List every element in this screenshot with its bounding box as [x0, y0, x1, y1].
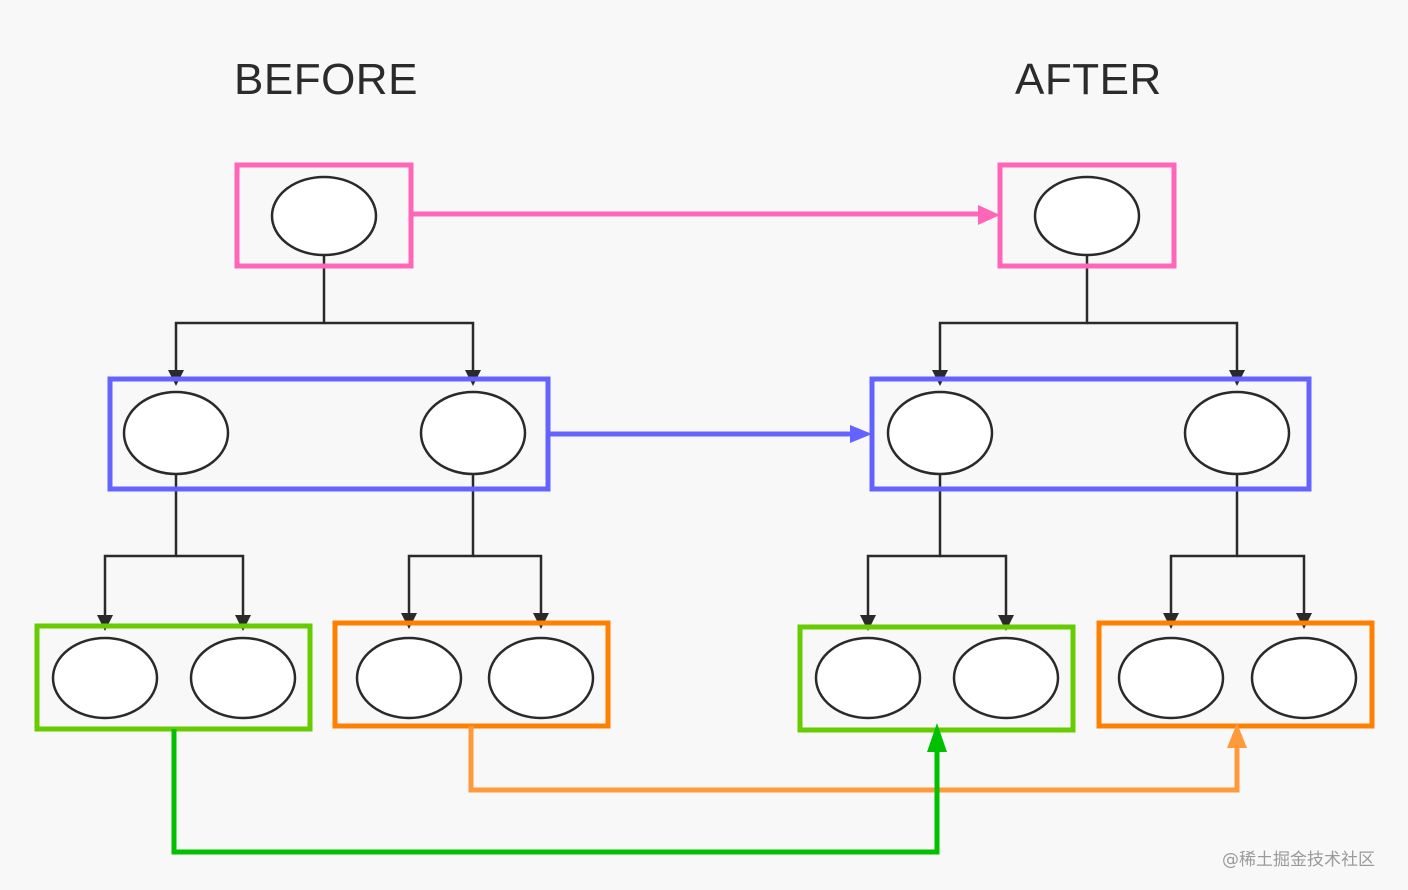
tree-node [1183, 390, 1291, 476]
tree-node-leaf [51, 636, 159, 720]
after-edge-left-leaf2 [940, 554, 1008, 617]
after-nodes [814, 175, 1358, 720]
tree-node-leaf [355, 636, 463, 720]
tree-node [419, 390, 527, 476]
tree-node [886, 390, 994, 476]
arrowhead [998, 615, 1014, 631]
after-edge-right-leaf1 [1169, 475, 1239, 615]
tree-node-leaf [189, 636, 297, 720]
before-tree-edges [97, 256, 549, 631]
mapping-connectors [171, 205, 1247, 855]
arrowhead [927, 723, 947, 752]
before-edge-root-left [174, 256, 326, 372]
arrowhead [978, 205, 1000, 225]
after-edge-root-right [1087, 321, 1239, 372]
after-tree-edges [860, 256, 1312, 631]
tree-node-root [270, 175, 378, 257]
mapping-arrow-leaf-left [171, 729, 940, 855]
tree-node-root [1033, 175, 1141, 257]
after-edge-right-leaf2 [1237, 554, 1306, 615]
after-edge-root-left [938, 256, 1089, 372]
arrowhead [235, 615, 251, 631]
arrowhead [1227, 723, 1247, 748]
after-leaf-group-right [1096, 620, 1375, 729]
tree-node-leaf [1117, 636, 1225, 720]
tree-node [122, 390, 230, 476]
before-edge-right-leaf2 [473, 554, 543, 615]
before-edge-left-leaf2 [176, 554, 245, 617]
arrowhead [850, 425, 872, 443]
before-title: BEFORE [234, 55, 418, 104]
after-root-group [997, 162, 1177, 269]
before-edge-left-leaf1 [103, 475, 178, 617]
arrowhead [860, 615, 876, 631]
before-nodes [51, 175, 595, 720]
mapping-arrow-leaf-right [468, 726, 1240, 793]
tree-node-leaf [1250, 636, 1358, 720]
after-title: AFTER [1015, 55, 1162, 104]
watermark-text: @稀土掘金技术社区 [1222, 850, 1375, 870]
before-edge-root-right [324, 321, 475, 372]
before-edge-right-leaf1 [407, 475, 475, 615]
tree-node-leaf [814, 636, 922, 720]
tree-node-leaf [952, 636, 1060, 720]
arrowhead [97, 615, 113, 631]
after-edge-left-leaf1 [866, 475, 942, 617]
tree-node-leaf [487, 636, 595, 720]
